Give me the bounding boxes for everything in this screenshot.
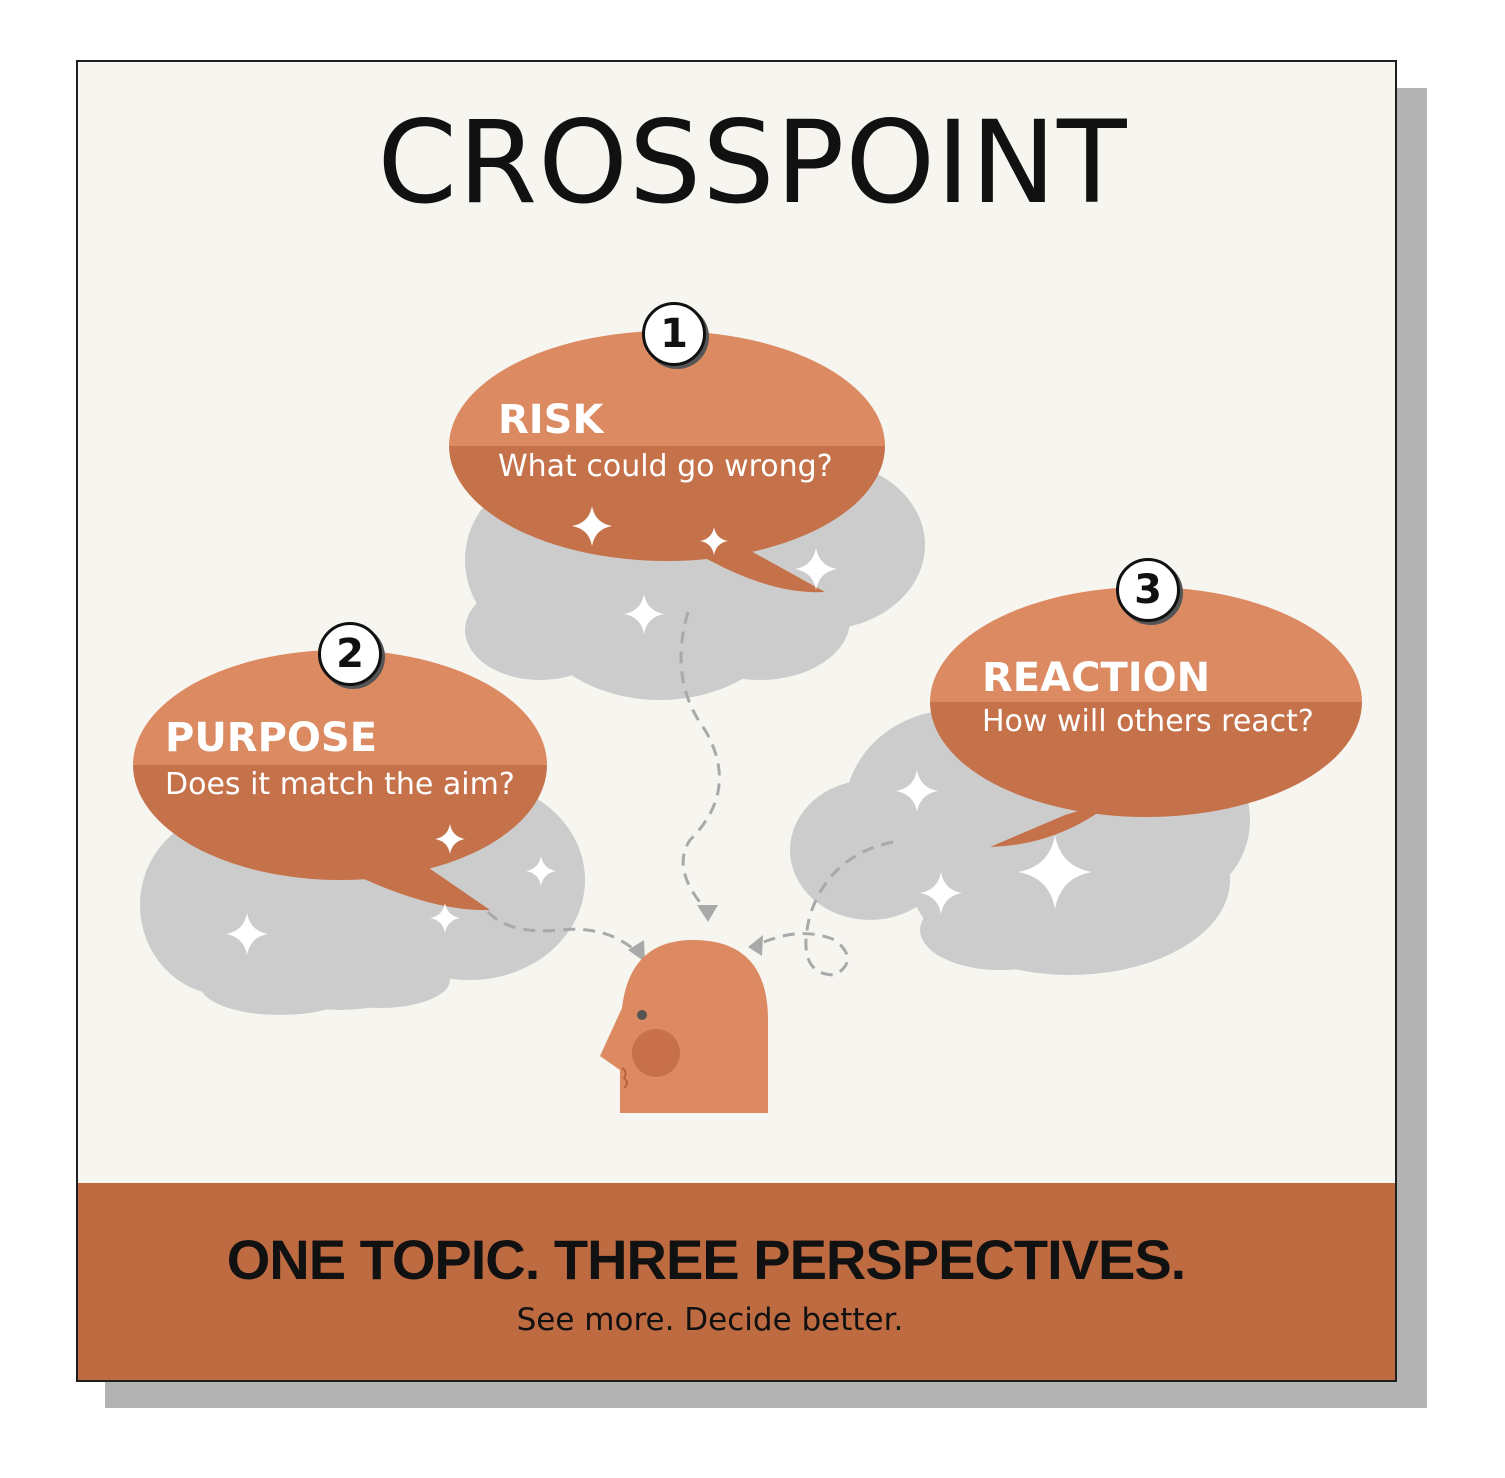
purpose-heading: PURPOSE [165,715,378,761]
risk-heading: RISK [498,397,604,443]
footer-band [78,1183,1395,1380]
page-title: CROSSPOINT [377,96,1128,229]
speech-bubble-reaction [930,587,1362,847]
purpose-question: Does it match the aim? [165,767,515,802]
speech-bubble-purpose [133,650,547,911]
footer-subline: See more. Decide better. [516,1302,904,1338]
cheek [632,1029,680,1077]
arrowhead-icon [748,935,763,956]
arrow-risk-to-head [679,611,721,914]
badge-number-2: 2 [318,622,382,686]
badge-number-1: 1 [642,302,706,366]
badge-number-3: 3 [1116,558,1180,622]
arrow-purpose-to-head [486,910,642,957]
arrowheads [628,905,763,962]
reaction-question: How will others react? [982,704,1314,739]
dashed-arrows [486,611,894,977]
arrowhead-icon [697,905,718,922]
reaction-heading: REACTION [982,655,1211,701]
risk-question: What could go wrong? [498,449,833,484]
footer-tagline: ONE TOPIC. THREE PERSPECTIVES. [226,1228,1187,1291]
eye [637,1010,647,1020]
arrowhead-icon [628,940,645,962]
speech-bubble-risk [449,331,885,593]
arrow-reaction-to-head [756,840,894,977]
head-icon [600,940,768,1113]
